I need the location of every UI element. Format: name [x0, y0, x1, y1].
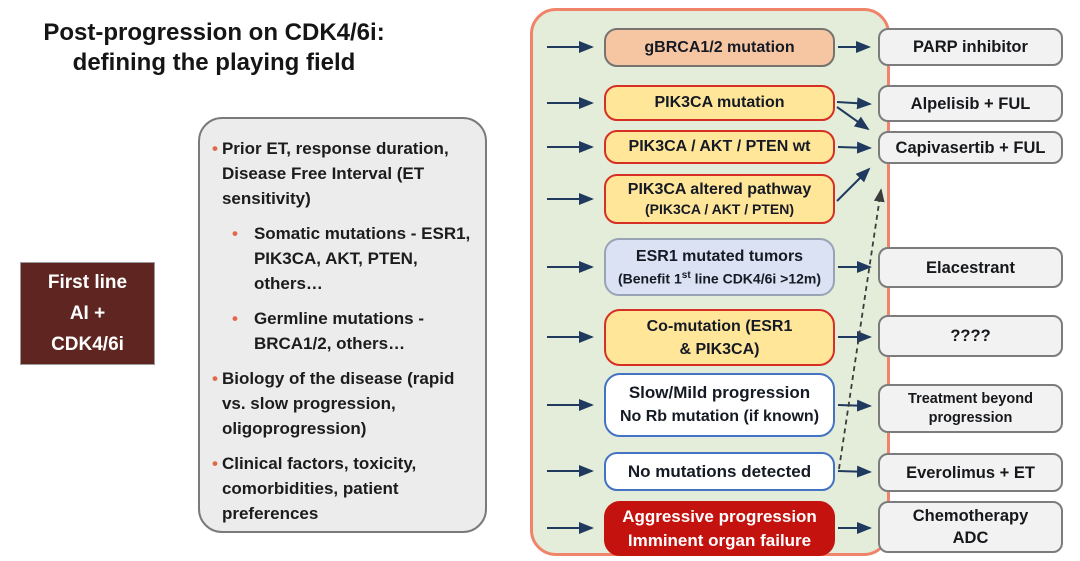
- node-gbrca-mutation: gBRCA1/2 mutation: [604, 28, 835, 67]
- treatment-parp-inhibitor: PARP inhibitor: [878, 28, 1063, 66]
- bullet-text: Somatic mutations - ESR1, PIK3CA, AKT, P…: [253, 224, 471, 293]
- title-line-1: Post-progression on CDK4/6i:: [43, 19, 385, 46]
- bullet-icon: •: [212, 139, 218, 158]
- treatment-label: Alpelisib + FUL: [910, 94, 1031, 113]
- bullet-somatic-mutations: • Somatic mutations - ESR1, PIK3CA, AKT,…: [232, 221, 473, 296]
- treatment-label: Treatment beyond: [908, 390, 1033, 407]
- bullet-icon: •: [232, 224, 238, 243]
- treatment-alpelisib-ful: Alpelisib + FUL: [878, 85, 1063, 122]
- node-label: Co-mutation (ESR1: [646, 317, 793, 335]
- node-sublabel: (Benefit 1st line CDK4/6i >12m): [617, 269, 822, 287]
- treatment-label: Capivasertib + FUL: [895, 138, 1046, 157]
- bullet-text: Biology of the disease (rapid vs. slow p…: [221, 369, 455, 438]
- bullet-icon: •: [212, 454, 218, 473]
- treatment-label: Chemotherapy: [912, 507, 1029, 525]
- treatment-label: ADC: [952, 529, 989, 547]
- node-label: & PIK3CA): [679, 340, 760, 358]
- treatment-label: ????: [950, 327, 991, 345]
- bullet-text: Germline mutations - BRCA1/2, others…: [253, 309, 424, 353]
- node-co-mutation: Co-mutation (ESR1 & PIK3CA): [604, 309, 835, 366]
- bullet-prior-et: • Prior ET, response duration, Disease F…: [212, 136, 473, 211]
- treatment-label: progression: [928, 409, 1013, 426]
- first-line-label-1: First line: [47, 272, 128, 293]
- node-label: No Rb mutation (if known): [619, 408, 820, 425]
- page-title: Post-progression on CDK4/6i: defining th…: [24, 18, 404, 78]
- node-label: PIK3CA / AKT / PTEN wt: [628, 138, 811, 155]
- node-label: gBRCA1/2 mutation: [644, 38, 795, 56]
- first-line-label-3: CDK4/6i: [51, 334, 124, 355]
- node-label: No mutations detected: [627, 461, 812, 481]
- bullet-icon: •: [232, 309, 238, 328]
- treatment-beyond-progression: Treatment beyond progression: [878, 384, 1063, 433]
- treatment-label: Elacestrant: [926, 258, 1015, 277]
- treatment-chemotherapy-adc: Chemotherapy ADC: [878, 501, 1063, 553]
- node-label: PIK3CA mutation: [654, 94, 785, 111]
- node-pik3ca-akt-pten-wt: PIK3CA / AKT / PTEN wt: [604, 130, 835, 164]
- considerations-box: • Prior ET, response duration, Disease F…: [198, 117, 487, 533]
- node-pik3ca-mutation: PIK3CA mutation: [604, 85, 835, 121]
- bullet-biology: • Biology of the disease (rapid vs. slow…: [212, 366, 473, 441]
- treatment-label: PARP inhibitor: [913, 38, 1028, 56]
- first-line-label-2: AI +: [69, 303, 106, 324]
- treatment-label: Everolimus + ET: [906, 463, 1035, 482]
- node-sublabel: (PIK3CA / AKT / PTEN): [644, 201, 795, 217]
- treatment-everolimus-et: Everolimus + ET: [878, 453, 1063, 492]
- node-label: PIK3CA altered pathway: [627, 181, 812, 198]
- node-esr1-mutated-tumors: ESR1 mutated tumors (Benefit 1st line CD…: [604, 238, 835, 296]
- treatment-elacestrant: Elacestrant: [878, 247, 1063, 288]
- bullet-text: Prior ET, response duration, Disease Fre…: [221, 139, 449, 208]
- node-pik3ca-altered-pathway: PIK3CA altered pathway (PIK3CA / AKT / P…: [604, 174, 835, 224]
- node-aggressive-progression: Aggressive progression Imminent organ fa…: [604, 501, 835, 556]
- node-label: Slow/Mild progression: [628, 383, 811, 402]
- title-line-2: defining the playing field: [72, 49, 356, 76]
- node-label: Aggressive progression: [622, 506, 817, 526]
- node-slow-mild-progression: Slow/Mild progression No Rb mutation (if…: [604, 373, 835, 437]
- bullet-text: Clinical factors, toxicity, comorbiditie…: [221, 454, 417, 523]
- bullet-icon: •: [212, 369, 218, 388]
- node-label: Imminent organ failure: [627, 530, 812, 550]
- treatment-unknown: ????: [878, 315, 1063, 357]
- node-no-mutations-detected: No mutations detected: [604, 452, 835, 491]
- bullet-germline-mutations: • Germline mutations - BRCA1/2, others…: [232, 306, 473, 356]
- treatment-capivasertib-ful: Capivasertib + FUL: [878, 131, 1063, 164]
- node-label: ESR1 mutated tumors: [635, 247, 804, 265]
- first-line-therapy-box: First line AI + CDK4/6i: [20, 262, 155, 365]
- bullet-clinical-factors: • Clinical factors, toxicity, comorbidit…: [212, 451, 473, 526]
